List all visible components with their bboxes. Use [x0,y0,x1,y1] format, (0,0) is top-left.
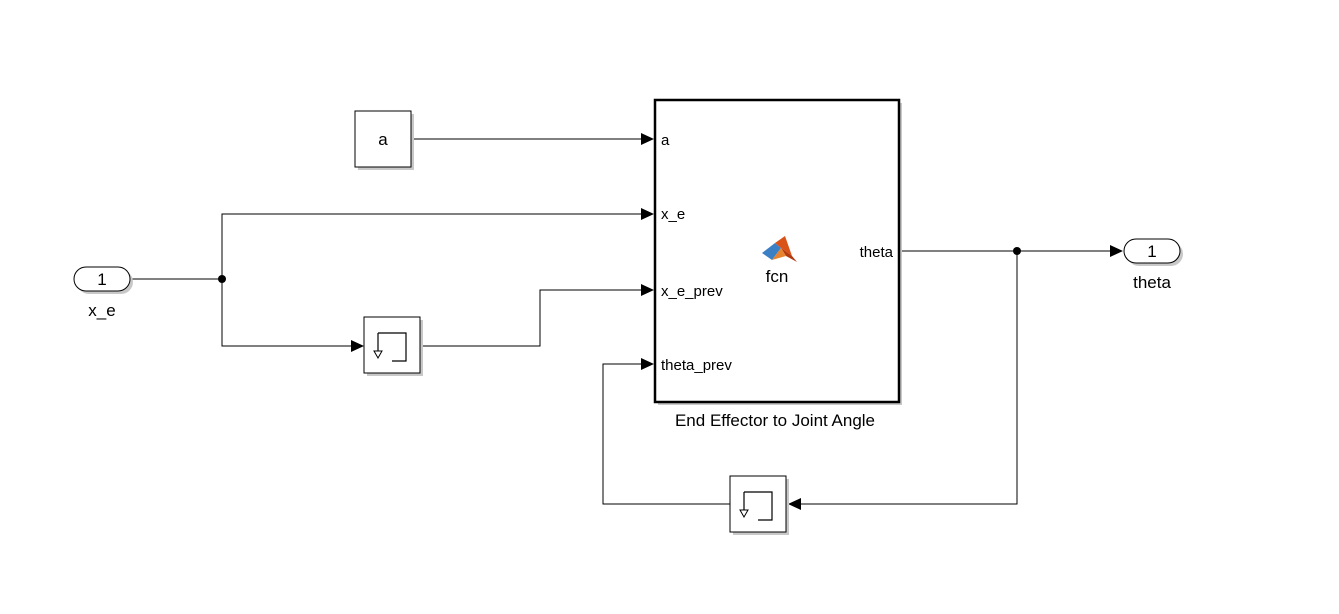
outport-theta[interactable]: 1 theta [1123,238,1183,292]
function-icon-text: fcn [766,267,789,286]
signal-line-x-e-prev[interactable] [422,289,642,347]
unit-delay-block-1[interactable] [363,316,423,376]
unit-delay-icon [739,491,773,521]
arrowhead [641,133,654,145]
matlab-logo-icon [762,236,797,262]
arrowhead [641,358,654,370]
inport-number: 1 [97,270,106,289]
constant-label: a [378,130,388,149]
inport-x-e[interactable]: 1 x_e [73,266,133,320]
signal-lines [130,133,1123,510]
outport-name: theta [1133,273,1171,292]
arrowhead [641,284,654,296]
arrowhead [788,498,801,510]
output-port-label-theta: theta [860,244,894,261]
signal-line-x-e-upper[interactable] [221,213,642,279]
input-port-label-x-e: x_e [661,206,685,223]
arrowhead [1110,245,1123,257]
constant-block-a[interactable]: a [354,110,414,170]
arrowhead [351,340,364,352]
input-port-label-theta-prev: theta_prev [661,357,732,374]
unit-delay-icon [373,332,407,362]
function-block-name: End Effector to Joint Angle [675,411,875,430]
unit-delay-block-2[interactable] [729,475,789,535]
outport-number: 1 [1147,242,1156,261]
input-port-label-x-e-prev: x_e_prev [661,283,723,300]
signal-line-theta-prev[interactable] [602,363,730,505]
arrowhead [641,208,654,220]
matlab-function-block[interactable]: a x_e x_e_prev theta_prev theta fcn End … [653,98,902,430]
input-port-label-a: a [661,132,670,149]
signal-line-x-e-lower[interactable] [221,279,352,347]
inport-name: x_e [88,301,115,320]
signal-line-theta-feedback[interactable] [801,251,1018,505]
